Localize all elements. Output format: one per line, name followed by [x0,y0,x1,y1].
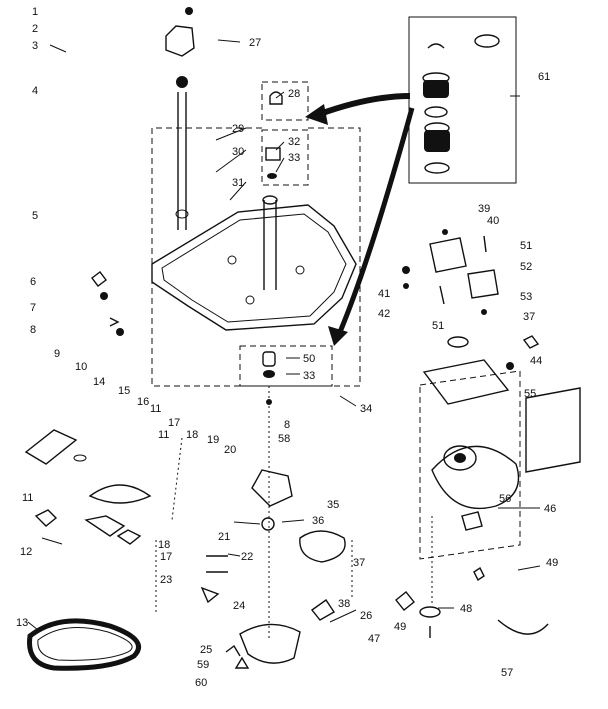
label-7: 7 [30,302,36,314]
coupling-box [239,345,333,387]
label-52: 52 [520,261,532,273]
inset-parts-61 [408,16,517,184]
label-25: 25 [200,644,212,656]
label-9: 9 [54,348,60,360]
label-14: 14 [93,376,105,388]
left-side-parts [24,271,183,612]
coupling-parts [262,351,276,378]
motor-assembly [395,359,581,638]
label-8: 8 [30,324,36,336]
label-18b: 18 [158,539,170,551]
right-brackets [402,229,540,370]
label-44: 44 [530,355,542,367]
label-47: 47 [368,633,380,645]
label-11a: 11 [150,403,161,415]
label-34: 34 [360,403,372,415]
label-10: 10 [75,361,87,373]
label-37b: 37 [523,311,535,323]
label-18a: 18 [186,429,198,441]
top-shaft-assembly [165,7,195,230]
label-19: 19 [207,434,219,446]
label-8b: 8 [284,419,290,431]
label-1: 1 [32,6,38,18]
label-21: 21 [218,531,230,543]
label-13: 13 [16,617,28,629]
label-2: 2 [32,23,38,35]
label-31: 31 [232,177,244,189]
label-3: 3 [32,40,38,52]
label-57: 57 [501,667,513,679]
label-20: 20 [224,444,236,456]
label-56: 56 [499,493,511,505]
label-22: 22 [241,551,253,563]
label-36: 36 [312,515,324,527]
label-29: 29 [232,123,244,135]
label-33b: 33 [303,370,315,382]
label-60: 60 [195,677,207,689]
label-24: 24 [233,600,245,612]
label-16: 16 [137,396,149,408]
label-46: 46 [544,503,556,515]
label-51a: 51 [520,240,532,252]
label-5: 5 [32,210,38,222]
label-17b: 17 [160,551,172,563]
label-33a: 33 [288,152,300,164]
label-49a: 49 [546,557,558,569]
label-53: 53 [520,291,532,303]
label-55: 55 [524,388,536,400]
label-28: 28 [288,88,300,100]
label-6: 6 [30,276,36,288]
label-23: 23 [160,574,172,586]
label-32: 32 [288,136,300,148]
label-35: 35 [327,499,339,511]
label-49b: 49 [394,621,406,633]
drive-belt [27,618,141,671]
cup-parts [265,91,283,179]
cup-box [261,129,309,186]
agitator-cap-box [261,81,309,121]
label-27: 27 [249,37,261,49]
label-38: 38 [338,598,350,610]
label-11b: 11 [158,429,169,441]
label-17a: 17 [168,417,180,429]
label-58: 58 [278,433,290,445]
label-48: 48 [460,603,472,615]
label-12: 12 [20,546,32,558]
part-labels: 1 2 3 4 5 6 7 8 9 10 11 11 11 12 13 14 1… [16,6,558,689]
label-37a: 37 [353,557,365,569]
lower-center-assembly [200,386,353,669]
label-39: 39 [478,203,490,215]
label-40: 40 [487,215,499,227]
leader-lines [27,39,541,631]
label-26: 26 [360,610,372,622]
label-41: 41 [378,288,390,300]
tub-base-plate [151,195,357,331]
tub-outline-box [151,127,361,387]
label-4: 4 [32,85,38,97]
label-61: 61 [538,71,550,83]
label-50: 50 [303,353,315,365]
label-42: 42 [378,308,390,320]
label-51b: 51 [432,320,444,332]
label-59: 59 [197,659,209,671]
label-30: 30 [232,146,244,158]
label-15: 15 [118,385,130,397]
pointer-arrows [305,93,415,346]
label-11c: 11 [22,492,33,504]
